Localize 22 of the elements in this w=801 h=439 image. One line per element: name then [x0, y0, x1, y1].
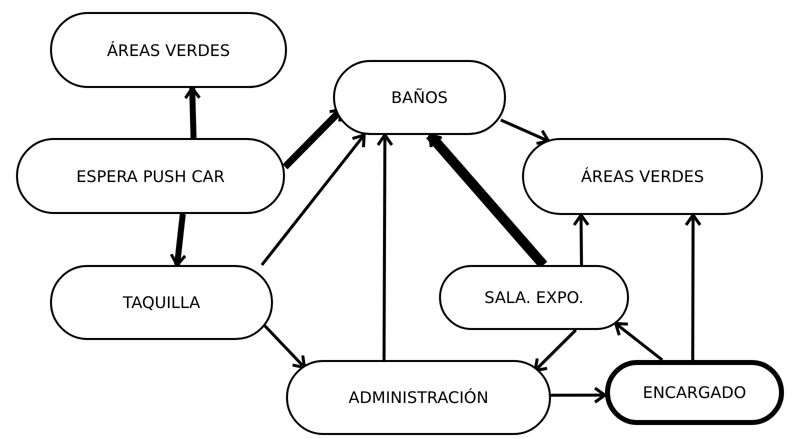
node-label: BAÑOS — [391, 88, 448, 107]
arrow — [534, 328, 577, 372]
arrow — [572, 214, 590, 266]
rounded-box — [50, 265, 273, 340]
node-label: ÁREAS VERDES — [106, 40, 230, 60]
arrow — [684, 214, 702, 360]
node-label: ÁREAS VERDES — [580, 167, 704, 186]
arrow — [184, 86, 201, 138]
arrow — [260, 134, 366, 266]
node-label: TAQUILLA — [122, 293, 200, 312]
arrow — [614, 322, 664, 362]
arrow — [170, 214, 187, 266]
node-label: SALA. EXPO. — [484, 288, 584, 307]
arrow — [376, 134, 394, 360]
node-label: ENCARGADO — [642, 383, 746, 402]
arrow — [500, 118, 550, 145]
arrow — [551, 386, 606, 404]
arrow — [263, 324, 306, 369]
node-label: ADMINISTRACIÓN — [348, 388, 488, 407]
node-label: ESPERA PUSH CAR — [76, 166, 225, 186]
rounded-box — [333, 60, 506, 135]
rounded-box — [439, 265, 629, 330]
